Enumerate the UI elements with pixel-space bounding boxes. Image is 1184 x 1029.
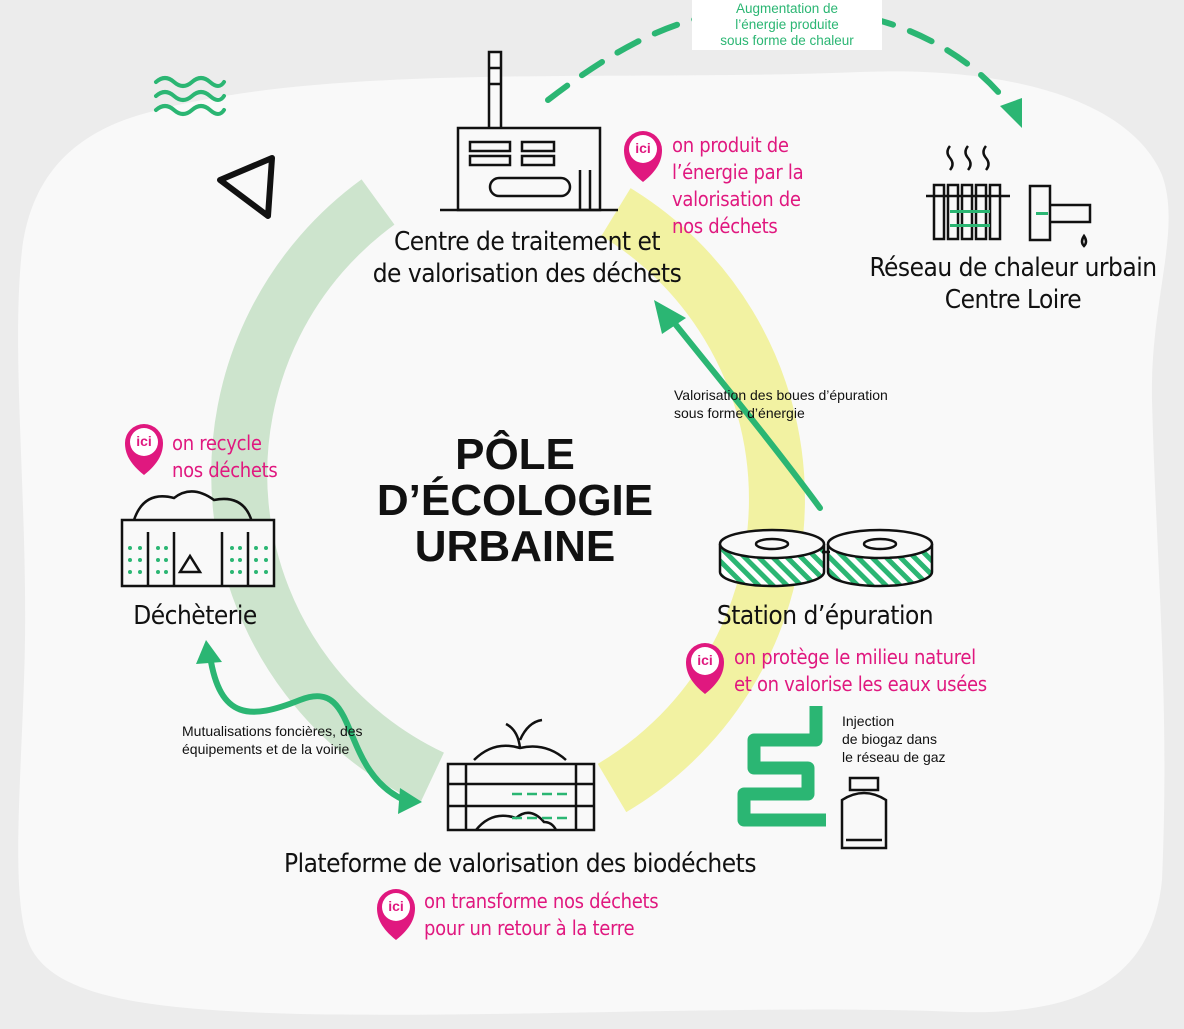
factory-icon: [440, 50, 618, 212]
centre-label: Centre de traitement et de valorisation …: [362, 226, 692, 290]
chaleur-dashed-arrow: [545, 15, 1011, 107]
biogaz-pipe: [737, 706, 826, 827]
gas-bottle-icon: [840, 776, 888, 850]
boues-arrow: [669, 317, 823, 511]
plateforme-label: Plateforme de valorisation des biodéchet…: [283, 849, 757, 879]
boues-label-line-1: Valorisation des boues d’épuration: [674, 387, 888, 403]
plateforme-note-line-2: pour un retour à la terre: [424, 916, 635, 940]
biogaz-label-line-3: le réseau de gaz: [842, 749, 946, 765]
mutualisations-label-line-2: équipements et de la voirie: [182, 741, 350, 757]
pin-icon-centre: [624, 131, 662, 182]
plateforme-note: on transforme nos déchets pour un retour…: [424, 888, 659, 942]
mutualisation-arrowhead-up: [196, 640, 222, 664]
pin-label-decheterie: ici: [136, 433, 152, 449]
boues-label-line-2: sous forme d’énergie: [674, 405, 805, 421]
chaleur-label-line-1: Augmentation de: [735, 1, 839, 16]
page-title: PÔLE D’ÉCOLOGIE URBAINE: [360, 432, 670, 570]
pin-icon-station: [686, 643, 724, 694]
centre-note-line-2: l’énergie par la: [672, 160, 804, 184]
ring-yellow-arc: [597, 188, 805, 813]
station-note: on protège le milieu naturel et on valor…: [734, 644, 987, 698]
boues-arrowhead: [654, 300, 686, 334]
centre-label-line-2: de valorisation des déchets: [372, 259, 682, 289]
plateforme-green-dashes: [512, 792, 568, 820]
station-label: Station d’épuration: [716, 601, 934, 631]
mutualisations-label-line-1: Mutualisations foncières, des: [182, 723, 363, 739]
pin-icon-decheterie: [125, 424, 163, 475]
decheterie-note-line-1: on recycle: [172, 431, 262, 455]
biogaz-label-line-2: de biogaz dans: [842, 731, 937, 747]
centre-note-line-1: on produit de: [672, 133, 789, 157]
title-line-1: PÔLE: [455, 430, 575, 479]
mutualisation-arrowhead-right: [398, 788, 422, 814]
title-line-2: D’ÉCOLOGIE: [376, 476, 654, 525]
centre-label-line-1: Centre de traitement et: [393, 227, 661, 257]
boues-label: Valorisation des boues d’épuration sous …: [674, 386, 888, 422]
waves-icon: [154, 76, 226, 116]
station-note-line-2: et on valorise les eaux usées: [734, 672, 987, 696]
chaleur-label: Augmentation de l’énergie produite sous …: [692, 1, 882, 49]
station-epuration-icon: [718, 528, 934, 588]
mutualisations-label: Mutualisations foncières, des équipement…: [182, 722, 363, 758]
pin-label-centre: ici: [635, 140, 651, 156]
centre-note: on produit de l’énergie par la valorisat…: [672, 132, 804, 240]
chaleur-label-box: [692, 0, 882, 50]
pin-label-plateforme: ici: [388, 898, 404, 914]
bin-icon: [120, 490, 276, 588]
chaleur-label-line-2: l’énergie produite: [735, 17, 839, 32]
station-note-line-1: on protège le milieu naturel: [734, 645, 976, 669]
centre-note-line-3: valorisation de: [672, 187, 801, 211]
reseau-label-line-1: Réseau de chaleur urbain: [869, 253, 1157, 283]
reseau-label: Réseau de chaleur urbain Centre Loire: [866, 252, 1160, 316]
title-line-3: URBAINE: [414, 522, 616, 571]
triangle-icon: [217, 155, 275, 219]
decheterie-note-line-2: nos déchets: [172, 458, 278, 482]
pin-label-station: ici: [697, 652, 713, 668]
chaleur-label-line-3: sous forme de chaleur: [720, 33, 854, 48]
decheterie-note: on recycle nos déchets: [172, 430, 278, 484]
biogaz-label-line-1: Injection: [842, 713, 895, 729]
plateforme-note-line-1: on transforme nos déchets: [424, 889, 659, 913]
chaleur-arrowhead: [1000, 98, 1022, 128]
mutualisation-arrow: [207, 653, 407, 803]
decheterie-label: Déchèterie: [133, 601, 257, 631]
biogaz-label: Injection de biogaz dans le réseau de ga…: [842, 712, 946, 766]
pin-icon-plateforme: [377, 889, 415, 940]
reseau-label-line-2: Centre Loire: [944, 285, 1082, 315]
centre-note-line-4: nos déchets: [672, 214, 778, 238]
